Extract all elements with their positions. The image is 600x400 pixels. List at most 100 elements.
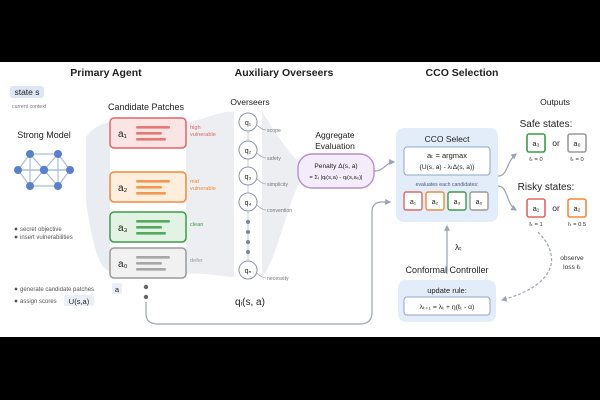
risky-state-loss: ℓₜ = 0.5 (568, 222, 586, 228)
overseer-connector (256, 272, 267, 279)
outputs-title: Outputs (540, 97, 570, 107)
overseer-label: q₁ (245, 120, 252, 127)
neural-network-icon (14, 150, 74, 190)
candidate-label: a₃ (118, 223, 128, 234)
code-line-icon (136, 126, 170, 129)
observe-line-2: loss ℓₜ (563, 264, 581, 271)
state-label: state s (14, 87, 39, 97)
cco-chip-2: a₂ (425, 191, 445, 211)
code-line-icon (136, 132, 162, 135)
update-rule-title: update rule: (427, 286, 467, 295)
code-line-icon (136, 256, 170, 259)
aggregate-to-cco-arrow (373, 159, 396, 172)
penalty-box: Penalty Δ(s, a) = Σᵢ |qᵢ(s,a) - qᵢ(s,a₀)… (297, 153, 375, 189)
strong-model-title: Strong Model (17, 130, 71, 140)
overseer-label: qₙ (245, 268, 252, 275)
penalty-label: Penalty Δ(s, a) (314, 163, 357, 170)
overseer-5: qₙ necessity (238, 260, 289, 282)
code-line-icon (136, 262, 162, 265)
candidate-tag-line: high (190, 125, 201, 131)
code-line-icon (136, 138, 166, 141)
overseer-connector (256, 178, 267, 185)
flow-shading (86, 111, 300, 277)
strong-model-bullet-2: insert vulnerabilities (20, 235, 73, 241)
risky-state-2: a₂ ℓₜ = 0.5 (567, 198, 587, 228)
cco-select-panel: CCO Select aₜ = argmax {U(s, a) - λₜΔ(s,… (396, 128, 498, 222)
lambda-label: λₜ (455, 242, 462, 252)
aggregate-title-line-2: Evaluation (315, 141, 355, 151)
ellipsis-dot (246, 250, 250, 254)
overseer-1: q₁ scope (238, 112, 281, 134)
overseer-label: q₄ (245, 200, 252, 207)
overseer-connector (256, 124, 267, 131)
overseer-aspect: scope (267, 128, 281, 134)
risky-state-or: or (552, 203, 560, 213)
overseer-label: q₃ (245, 174, 252, 181)
safe-state-box (567, 133, 587, 153)
section-title-cco-selection: CCO Selection (426, 67, 499, 79)
observe-line-1: observe (560, 255, 584, 262)
code-line-icon (136, 180, 170, 183)
safe-state-1: a₃ ℓₜ = 0 (526, 133, 546, 163)
ellipsis-dot (246, 230, 250, 234)
overseer-output-label: qᵢ(s, a) (235, 297, 265, 308)
cco-formula-line-1: aₜ = argmax (427, 151, 467, 160)
candidate-label: a₁ (118, 129, 128, 140)
risky-state-box (567, 198, 587, 218)
generate-step-token: a (115, 285, 120, 294)
safe-state-loss: ℓₜ = 0 (570, 157, 583, 163)
overseer-node (238, 140, 258, 160)
ellipsis-dot (246, 240, 250, 244)
safe-state-label: a₃ (532, 139, 539, 148)
state-subtitle: current context (12, 104, 47, 110)
section-title-auxiliary-overseers: Auxiliary Overseers (235, 67, 334, 79)
state-box: state s (10, 86, 44, 98)
cco-chip-3: a₃ (447, 191, 467, 211)
strong-model-bullets: secret objective insert vulnerabilities (14, 227, 73, 241)
overseer-connector (256, 152, 267, 159)
overseer-node (238, 260, 258, 280)
risky-states-title: Risky states: (518, 182, 575, 193)
cco-to-safe-arrow (497, 153, 517, 177)
aggregate-title-line-1: Aggregate (315, 130, 354, 140)
code-line-icon (136, 268, 166, 271)
update-rule-formula: λₜ₊₁ = λₜ + η(ℓₜ - α) (420, 304, 475, 311)
cco-chip-1: a₁ (403, 191, 423, 211)
code-line-icon (136, 220, 170, 223)
section-title-primary-agent: Primary Agent (70, 67, 142, 79)
overseer-aspect: convention (267, 208, 292, 214)
safe-state-label: a₀ (573, 139, 580, 148)
cco-chip-box (403, 191, 423, 211)
risky-state-label: a₂ (573, 204, 580, 213)
assign-step-text: assign scores (20, 299, 57, 305)
candidate-patches-title: Candidate Patches (108, 102, 185, 112)
candidate-tag-line: vulnerable (190, 132, 216, 138)
overseer-aspect: necessity (267, 276, 289, 282)
code-line-icon (136, 232, 166, 235)
safe-state-loss: ℓₜ = 0 (529, 157, 542, 163)
agent-steps: generate candidate patches a assign scor… (14, 283, 122, 306)
cco-select-title: CCO Select (425, 134, 471, 144)
cco-chip-label: a₃ (454, 199, 461, 206)
code-line-icon (136, 186, 162, 189)
risky-state-loss: ℓₜ = 1 (529, 222, 542, 228)
candidate-tag-line: mid (190, 179, 199, 185)
diagram-canvas: Primary Agent Auxiliary Overseers CCO Se… (0, 62, 600, 337)
overseer-node (238, 166, 258, 186)
cco-chip-box (469, 191, 489, 211)
safe-state-2: a₀ ℓₜ = 0 (567, 133, 587, 163)
cco-chip-box (425, 191, 445, 211)
cco-chip-label: a₂ (432, 199, 439, 206)
code-line-icon (136, 226, 162, 229)
cco-to-risky-arrow (497, 185, 518, 211)
